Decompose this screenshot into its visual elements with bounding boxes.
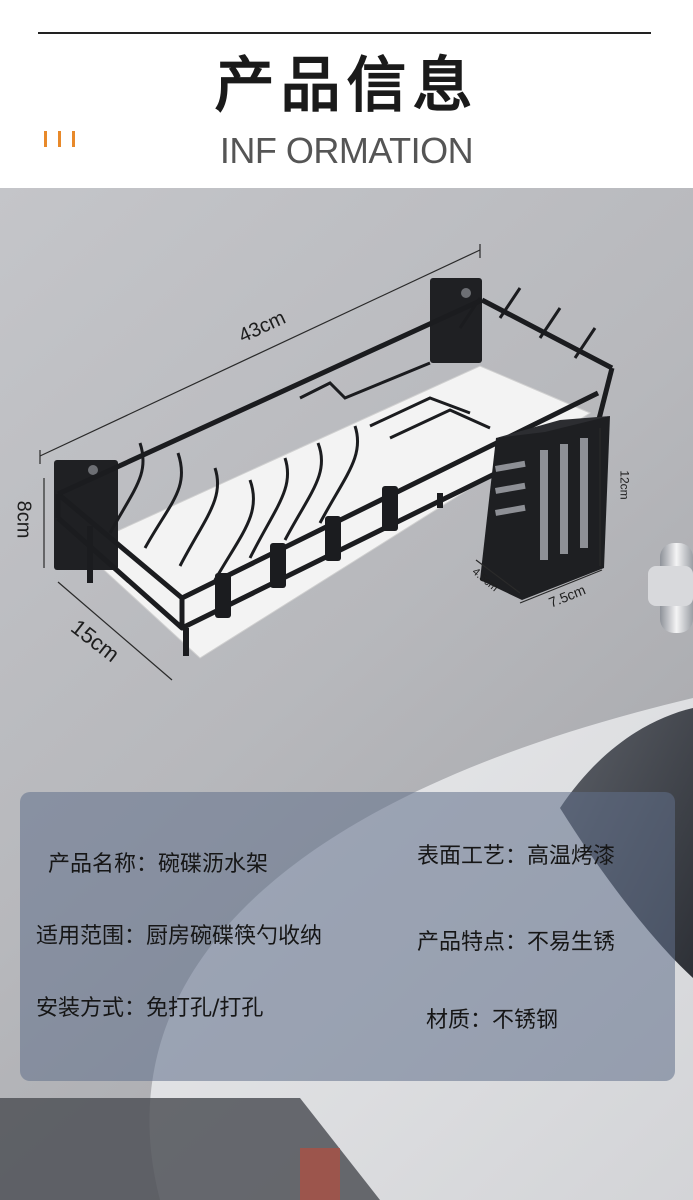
page-subtitle: INF ORMATION bbox=[219, 130, 474, 171]
top-divider bbox=[38, 32, 651, 34]
usage-scope: 适用范围：厨房碗碟筷勺收纳 bbox=[36, 924, 323, 949]
install-method: 安装方式：免打孔/打孔 bbox=[36, 996, 264, 1021]
product-feature: 产品特点：不易生锈 bbox=[417, 930, 616, 955]
info-panel: 产品名称：碗碟沥水架 表面工艺：高温烤漆 适用范围：厨房碗碟筷勺收纳 产品特点：… bbox=[20, 792, 675, 1081]
product-name: 产品名称：碗碟沥水架 bbox=[48, 852, 269, 877]
page-title: 产品信息 bbox=[214, 51, 479, 121]
decorative-bars-icon bbox=[44, 131, 84, 149]
holder-height-label: 12cm bbox=[617, 470, 632, 500]
surface-finish: 表面工艺：高温烤漆 bbox=[417, 844, 616, 869]
material: 材质：不锈钢 bbox=[426, 1008, 559, 1033]
height-label: 8cm bbox=[12, 500, 35, 539]
header: 产品信息 INF ORMATION bbox=[0, 0, 693, 188]
